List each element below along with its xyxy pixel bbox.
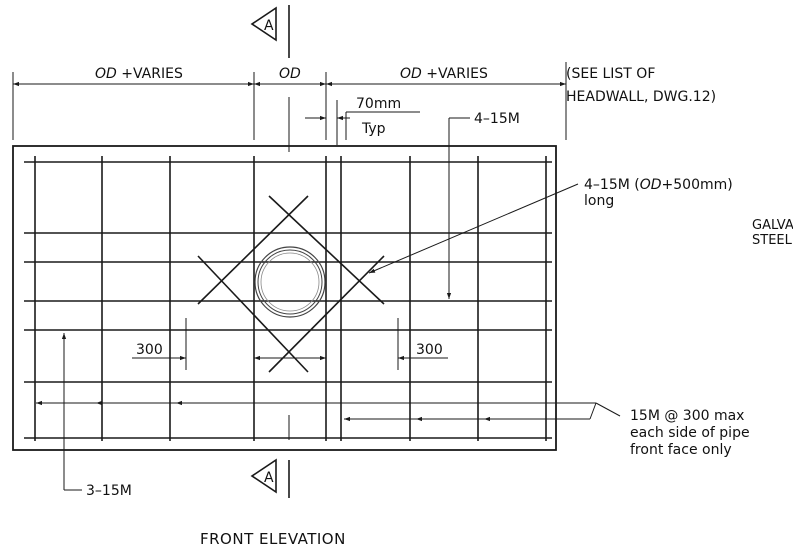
center-dimension-label: OD: [279, 66, 301, 82]
section-marker-bottom: A: [250, 458, 290, 498]
spacing-dimension-right: [397, 318, 448, 370]
top-bars-callout: 4–15M: [474, 111, 520, 127]
horizontal-rebars: [24, 161, 552, 439]
spacing-right-label: 300: [416, 342, 443, 358]
see-list-note-line1: (SEE LIST OF: [566, 66, 655, 82]
galvanized-callout-line1: GALVA: [752, 218, 793, 233]
section-marker-top-letter: A: [264, 18, 274, 34]
bottom-bars-leader: [61, 333, 82, 491]
horizontal-bars-callout-line2: each side of pipe: [630, 425, 750, 441]
diagonal-bars-leader: [368, 183, 579, 274]
spacing-dimension-left: [132, 318, 187, 370]
right-dimension-label: OD +VARIES: [400, 66, 488, 82]
horizontal-bars-callout-line3: front face only: [630, 442, 732, 458]
typ-text-label: Typ: [361, 121, 386, 137]
diagonal-rebars: [197, 195, 385, 373]
typ-value-label: 70mm: [356, 96, 401, 112]
headwall-outline: [12, 145, 557, 451]
galvanized-callout-line2: STEEL: [752, 233, 793, 248]
section-marker-top: A: [250, 5, 290, 58]
drawing-title: FRONT ELEVATION: [200, 530, 346, 548]
horizontal-bars-leader: [36, 400, 621, 422]
diagonal-bars-callout-line2: long: [584, 193, 614, 209]
section-marker-bottom-letter: A: [264, 470, 274, 486]
spacing-left-label: 300: [136, 342, 163, 358]
see-list-note-line2: HEADWALL, DWG.12): [566, 89, 716, 105]
vertical-rebars: [34, 156, 547, 441]
horizontal-bars-callout-line1: 15M @ 300 max: [630, 408, 744, 424]
typ-dimension: [305, 100, 420, 145]
pipe: [254, 246, 326, 318]
overall-dimension-line: [12, 62, 567, 140]
left-dimension-label: OD +VARIES: [95, 66, 183, 82]
top-bars-leader: [446, 117, 470, 299]
bottom-bars-callout: 3–15M: [86, 483, 132, 499]
diagonal-bars-callout-line1: 4–15M (OD+500mm): [584, 177, 733, 193]
